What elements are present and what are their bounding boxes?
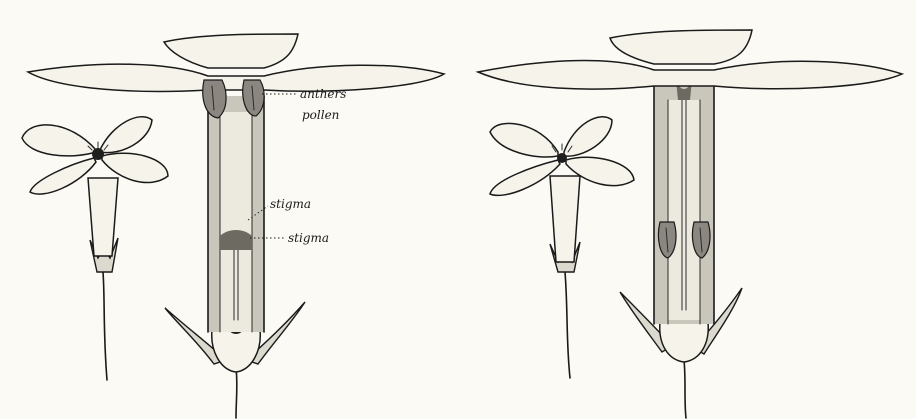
label-pollen: pollen bbox=[302, 108, 339, 122]
label-stigma-lower: stigma bbox=[288, 231, 329, 245]
label-stigma-upper: stigma bbox=[270, 197, 311, 211]
small-flower-right bbox=[490, 117, 634, 378]
small-flower-left bbox=[22, 117, 168, 380]
label-anthers: anthers bbox=[300, 87, 346, 101]
flower-section-left bbox=[28, 34, 444, 418]
flower-section-right bbox=[478, 30, 902, 418]
